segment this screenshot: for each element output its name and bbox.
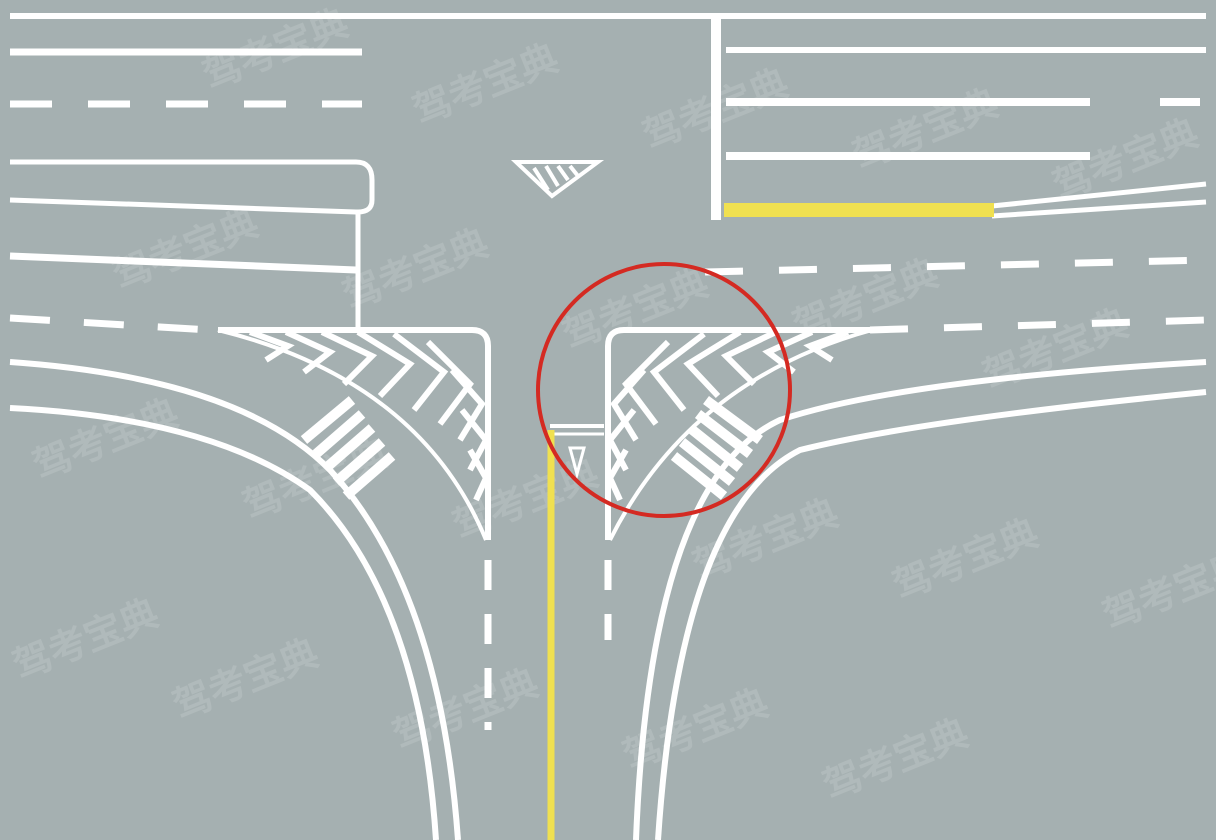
yield-triangle-top-hatch xyxy=(532,164,580,192)
right-dashed-line-2 xyxy=(869,316,1207,334)
left-channel-island-curve xyxy=(217,328,488,541)
yield-triangle-top xyxy=(510,160,605,199)
yellow-markings xyxy=(547,203,994,840)
right-curb-inner xyxy=(655,389,1207,840)
right-chevron-hatching xyxy=(606,329,850,502)
right-channel-island xyxy=(605,327,872,540)
right-curb-outer xyxy=(633,359,1207,840)
right-crosswalk xyxy=(670,395,763,500)
highlight-circle xyxy=(536,262,792,518)
right-taper-line-b xyxy=(991,199,1207,219)
right-dashed-line-1 xyxy=(704,256,1207,276)
left-dashed-line xyxy=(9,314,211,334)
left-lane-line xyxy=(9,252,357,274)
left-island-inner-line xyxy=(9,197,357,215)
yield-triangle-small xyxy=(568,446,586,480)
right-taper-line-a xyxy=(991,181,1207,209)
left-crosswalk xyxy=(300,396,396,500)
left-channel-island xyxy=(218,327,491,540)
left-island-outline xyxy=(10,159,375,330)
left-chevron-hatching xyxy=(248,329,490,502)
left-curb-inner xyxy=(9,405,439,840)
white-markings xyxy=(9,13,1207,840)
